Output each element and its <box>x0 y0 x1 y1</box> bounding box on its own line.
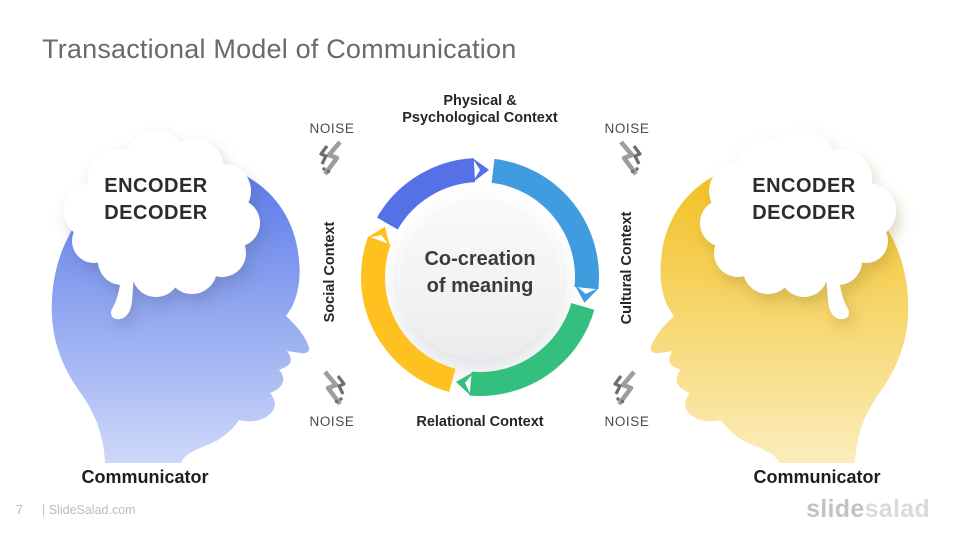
page-number: 7 <box>16 503 23 517</box>
arrowhead-blue <box>574 284 600 303</box>
context-label-bottom: Relational Context <box>416 414 544 430</box>
slide-title: Transactional Model of Communication <box>42 34 517 64</box>
co-creation-line1: Co-creation <box>424 248 536 270</box>
co-creation-label: Co-creation of meaning <box>424 246 535 300</box>
arrowhead-indigo <box>471 157 490 183</box>
right-brain-label: ENCODER DECODER <box>724 173 884 227</box>
right-encoder-text: ENCODER <box>752 175 856 197</box>
noise-lightning-icon <box>323 370 346 406</box>
noise-label-bottom-right: NOISE <box>604 414 650 429</box>
right-decoder-text: DECODER <box>752 202 856 224</box>
noise-label-top-right: NOISE <box>604 121 650 136</box>
right-head-figure <box>650 131 909 463</box>
context-label-right: Cultural Context <box>619 211 635 325</box>
left-encoder-text: ENCODER <box>104 175 208 197</box>
arc-segment-blue <box>491 158 599 290</box>
arrowhead-yellow <box>366 226 391 248</box>
noise-lightning-icon <box>319 140 342 176</box>
arrowhead-green <box>456 371 475 397</box>
context-label-left: Social Context <box>322 221 338 323</box>
context-top-line1: Physical & <box>443 93 517 109</box>
co-creation-circle: Co-creation of meaning <box>398 195 562 359</box>
noise-label-bottom-left: NOISE <box>309 414 355 429</box>
left-communicator-caption: Communicator <box>81 467 209 487</box>
arc-segment-green <box>469 302 595 396</box>
noise-label-top-left: NOISE <box>309 121 355 136</box>
slidesalad-logo: slidesalad <box>806 495 930 524</box>
arc-segment-indigo <box>376 158 476 230</box>
left-brain-label: ENCODER DECODER <box>76 173 236 227</box>
context-label-top: Physical & Psychological Context <box>380 93 580 127</box>
noise-lightning-icon <box>613 370 636 406</box>
left-head-figure <box>51 131 310 463</box>
right-brain-shape <box>700 131 896 320</box>
arc-segment-yellow <box>361 236 456 392</box>
left-brain-shape <box>64 131 260 320</box>
right-communicator-caption: Communicator <box>753 467 881 487</box>
logo-part-slide: slide <box>806 495 865 523</box>
noise-lightning-icon <box>619 140 642 176</box>
context-cycle-ring <box>361 157 600 397</box>
source-credit: | SlideSalad.com <box>42 503 136 517</box>
logo-part-salad: salad <box>864 495 930 523</box>
left-decoder-text: DECODER <box>104 202 208 224</box>
context-top-line2: Psychological Context <box>402 110 558 126</box>
co-creation-line2: of meaning <box>426 275 534 297</box>
